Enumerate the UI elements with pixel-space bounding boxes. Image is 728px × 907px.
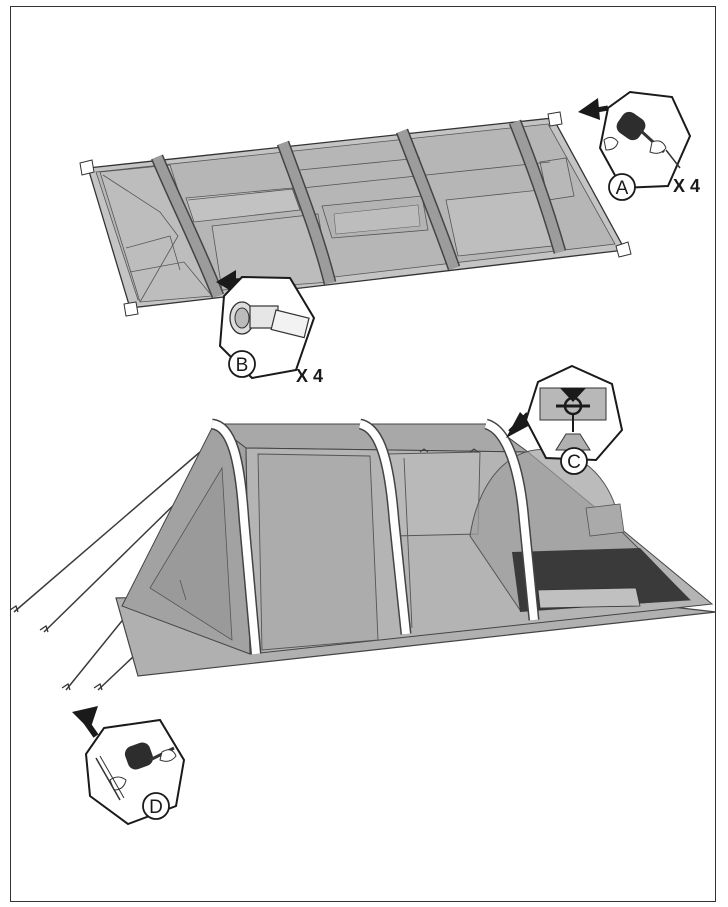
callout-a-quantity: X 4 [673, 176, 700, 196]
callout-d-letter: D [149, 797, 163, 818]
flat-tent [80, 112, 631, 316]
callout-c-letter: C [567, 452, 581, 473]
arrow-icon [578, 98, 600, 120]
erected-tent [10, 424, 716, 690]
arrow-icon [72, 706, 98, 730]
callout-a: A X 4 [578, 92, 700, 200]
callout-b-quantity: X 4 [296, 366, 323, 386]
callout-a-letter: A [616, 178, 629, 199]
callout-d: D [72, 706, 184, 824]
callout-b-letter: B [236, 355, 249, 376]
